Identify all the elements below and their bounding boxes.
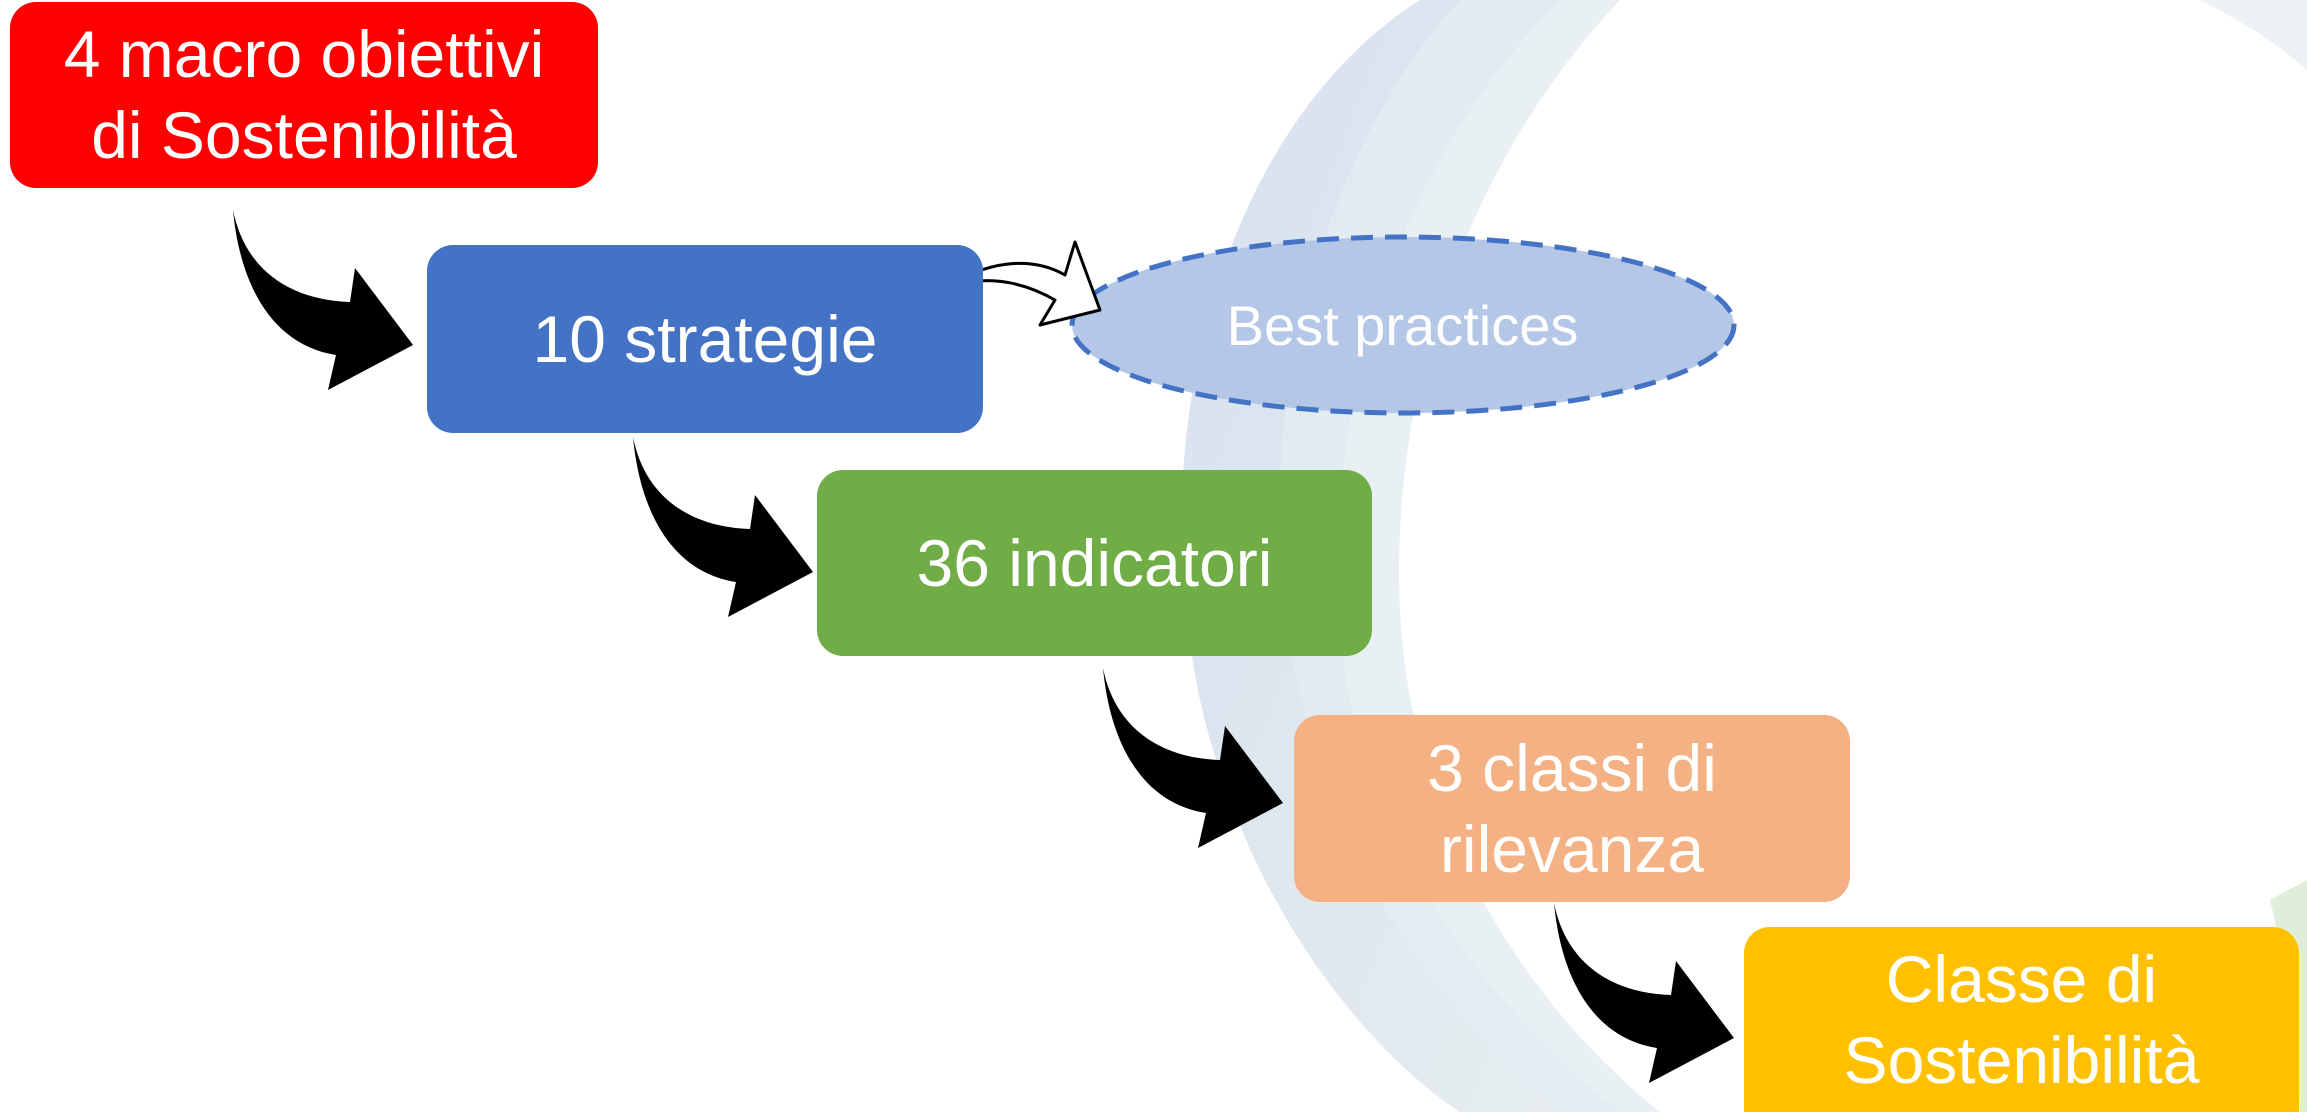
node-classe-sostenibilita: Classe di Sostenibilità — [1744, 927, 2299, 1112]
node-classi-line1: 3 classi di — [1427, 730, 1717, 805]
node-indicatori-label: 36 indicatori — [916, 525, 1273, 600]
arrow-indicatori-to-classi — [1103, 668, 1283, 848]
node-strategie: 10 strategie — [427, 245, 983, 433]
node-indicatori: 36 indicatori — [817, 470, 1372, 656]
best-practices-ellipse — [1069, 234, 1737, 416]
node-sost-line2: Sostenibilità — [1843, 1022, 2200, 1097]
node-macro-line1: 4 macro obiettivi — [63, 17, 545, 92]
best-practices-label: Best practices — [1226, 293, 1579, 357]
node-sost-line1: Classe di — [1885, 941, 2158, 1016]
arrow-strategie-to-indicatori — [633, 437, 813, 617]
node-strategie-label: 10 strategie — [532, 301, 878, 376]
node-macro-line2: di Sostenibilità — [91, 98, 517, 172]
arrow-strategie-to-best-practices — [946, 240, 1102, 327]
arrow-classi-to-sostenibilita — [1554, 903, 1734, 1083]
arrow-macro-to-strategie — [233, 210, 413, 390]
node-classi-rilevanza: 3 classi di rilevanza — [1294, 715, 1850, 902]
node-macro-obiettivi: 4 macro obiettivi di Sostenibilità — [10, 2, 598, 188]
node-classi-line2: rilevanza — [1439, 811, 1705, 886]
